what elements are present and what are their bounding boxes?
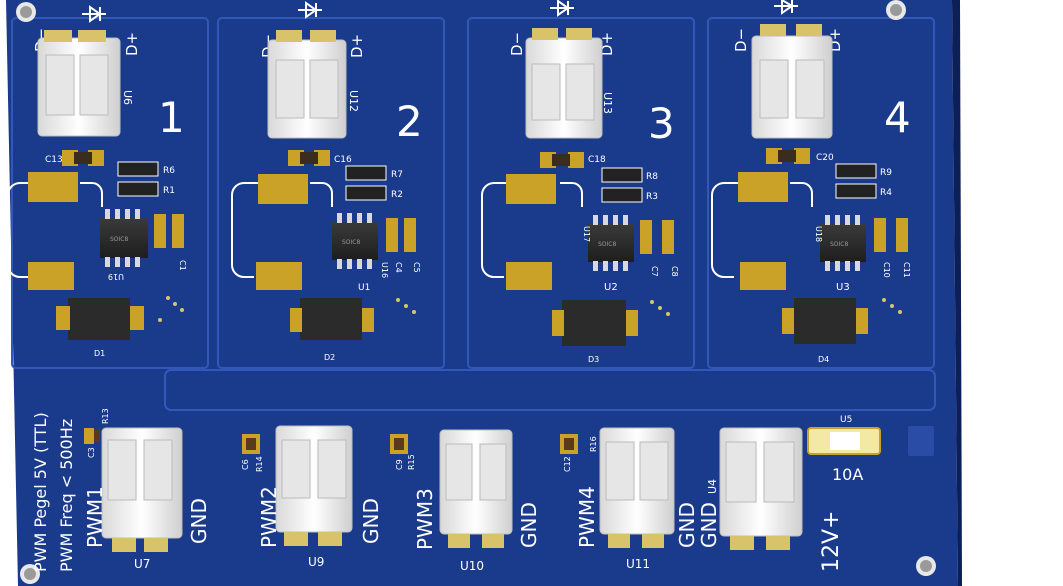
gnd-label: GND: [517, 502, 541, 548]
ref-cap: C18: [588, 155, 606, 165]
input-pwm2: C6 R14 PWM2 GND U9: [241, 425, 383, 569]
mounting-holes: [16, 0, 936, 584]
ic-marking: SOIC8: [342, 239, 360, 246]
ref-res: R14: [255, 456, 264, 472]
ref-diode: D1: [94, 349, 105, 358]
terminal-minus-label: D−: [732, 28, 750, 52]
ref-fuse: U5: [840, 415, 852, 425]
ref-res-b: R2: [391, 190, 403, 200]
ref-diode: D4: [818, 355, 829, 364]
ref-res-b: R4: [880, 188, 892, 198]
channel-number: 3: [648, 99, 675, 148]
channel-number: 4: [884, 93, 911, 142]
ic-marking: SOIC8: [830, 241, 848, 248]
ref-conn: U9: [308, 555, 324, 569]
ref-cap2: C10: [882, 262, 891, 278]
section-outlines: [11, 17, 936, 411]
ref-cap: C12: [563, 456, 572, 472]
ref-conn: U11: [626, 557, 650, 571]
input-pwm1: C3 R13 PWM1 GND U7: [83, 408, 211, 571]
note-pwm-level: PWM Pegel 5V (TTL): [31, 412, 50, 572]
channel-4: D− D+ 4 C20 R9 R4 SOIC8 U18 C10 C11 U3 D…: [711, 0, 911, 364]
ref-cap: C13: [45, 155, 63, 165]
ic-u19: [100, 218, 148, 258]
channel-1: D− D+ U6 1 C13 R6 R1 SOIC8 U19 C1 D1: [7, 5, 187, 358]
ref-res: R15: [407, 454, 416, 470]
ref-res-b: R1: [163, 186, 175, 196]
gnd-label: GND: [675, 502, 699, 548]
ref-res-a: R7: [391, 170, 403, 180]
ref-conn: U12: [347, 90, 360, 112]
pwm-label: PWM4: [575, 486, 599, 548]
ic-u17: [588, 224, 634, 262]
ic-marking: SOIC8: [598, 241, 616, 248]
ref-res: R16: [589, 436, 598, 452]
input-pwm3: C9 R15 PWM3 GND U10: [390, 429, 541, 573]
ref-conn: U10: [460, 559, 484, 573]
ref-diode: D2: [324, 353, 335, 362]
ref-under: U2: [604, 282, 618, 293]
ref-res: R13: [101, 408, 110, 424]
pwm-label: PWM2: [257, 486, 281, 548]
ref-res-a: R6: [163, 166, 175, 176]
fuse-value: 10A: [832, 465, 863, 484]
ref-conn: U4: [706, 479, 719, 494]
gnd-label: GND: [359, 498, 383, 544]
ic-marking: SOIC8: [110, 236, 128, 243]
ref-ic: U18: [814, 226, 823, 242]
ref-cap: C9: [395, 459, 404, 470]
ref-ic: U16: [380, 262, 389, 278]
ic-u18: [820, 224, 866, 262]
diode-d3: [562, 300, 626, 346]
ref-res-b: R3: [646, 192, 658, 202]
ref-res-a: R8: [646, 172, 658, 182]
input-pwm4: C12 R16 PWM4 GND U11: [560, 427, 699, 571]
ref-cap3: C11: [902, 262, 911, 278]
pwm-label: PWM1: [83, 486, 107, 548]
ic-u16: [332, 222, 378, 260]
ref-conn: U7: [134, 557, 150, 571]
ref-cap2: C4: [394, 262, 403, 273]
ref-under: U3: [836, 282, 850, 293]
ref-cap3: C5: [412, 262, 421, 273]
terminal-plus-label: D+: [123, 32, 141, 56]
power-label: 12V+: [819, 511, 844, 572]
diode-d1: [68, 298, 130, 340]
diode-d2: [300, 298, 362, 340]
ref-cap2: C1: [178, 260, 187, 271]
note-pwm-freq: PWM Freq < 500Hz: [57, 419, 76, 572]
ref-conn: U6: [121, 90, 134, 105]
channel-number: 1: [158, 93, 185, 142]
ref-conn: U13: [601, 92, 614, 114]
diode-symbol: [82, 5, 106, 23]
gnd-label: GND: [187, 498, 211, 544]
terminal-minus-label: D−: [508, 32, 526, 56]
power-input: GND U4 12V+ U5 10A: [697, 415, 934, 572]
channel-3: D− D+ U13 3 C18 R8 R3 SOIC8 U17 C7 C8 U2…: [481, 0, 679, 364]
ref-res-a: R9: [880, 168, 892, 178]
channel-2: D− D+ U12 2 C16 R7 R2 SOIC8 U16 C4 C5 U1…: [231, 1, 423, 362]
via-dots: [158, 296, 902, 322]
terminal-plus-label: D+: [348, 34, 366, 58]
diode-d4: [794, 298, 856, 344]
ref-cap: C6: [241, 459, 250, 470]
ref-under: U1: [358, 283, 370, 293]
ref-cap: C20: [816, 153, 834, 163]
channel-number: 2: [396, 97, 423, 146]
ref-ic: U19: [108, 272, 124, 281]
ref-cap2: C7: [650, 266, 659, 277]
pwm-label: PWM3: [413, 488, 437, 550]
ref-cap: C16: [334, 155, 352, 165]
ref-cap3: C8: [670, 266, 679, 277]
gnd-label-2: GND: [697, 502, 721, 548]
pcb-board-edge: [952, 0, 962, 586]
ref-ic: U17: [582, 226, 591, 242]
ref-diode: D3: [588, 355, 599, 364]
ref-cap: C3: [87, 447, 96, 458]
